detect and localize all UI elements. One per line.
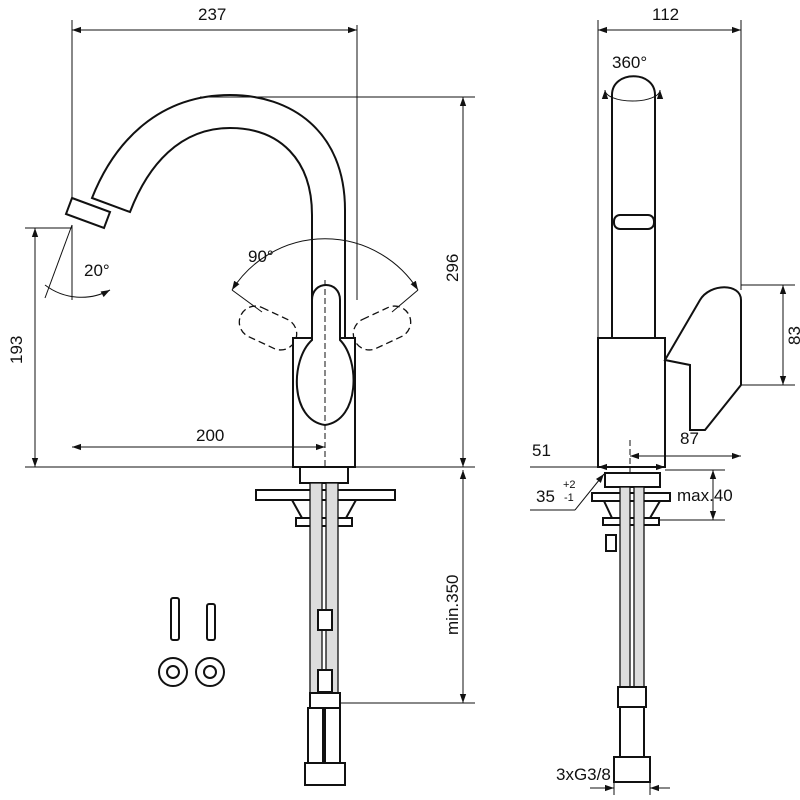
- dim-35-tol-plus: +2: [563, 479, 576, 491]
- swivel-label: 360°: [612, 53, 647, 72]
- dim-35-tol-minus: -1: [564, 492, 574, 504]
- spout-angle-label: 20°: [84, 261, 110, 280]
- lever-angle-label: 90°: [248, 247, 274, 266]
- side-handle: [663, 286, 742, 431]
- dim-connections: 3xG3/8: [556, 765, 611, 784]
- dim-max40: max.40: [677, 486, 733, 505]
- lever-ghost-left: [238, 305, 298, 351]
- dimensions: 237 112 296 193 200 83 51 87 35 +2 -1 ma…: [7, 5, 800, 795]
- lever-ghost-right: [352, 305, 412, 351]
- side-body: [597, 337, 666, 468]
- screw-right: [206, 603, 216, 641]
- dim-51: 51: [532, 441, 551, 460]
- dim-237: 237: [198, 5, 226, 24]
- dim-87: 87: [680, 429, 699, 448]
- side-spout: [611, 75, 656, 341]
- spout-nozzle: [64, 196, 112, 230]
- dim-200: 200: [196, 426, 224, 445]
- dim-35: 35: [536, 487, 555, 506]
- dim-112: 112: [652, 5, 679, 24]
- screw-left: [170, 597, 180, 641]
- dim-min350: min.350: [443, 575, 462, 635]
- dim-296: 296: [443, 254, 462, 282]
- spout: [90, 93, 346, 341]
- front-view: 90° 20°: [44, 25, 419, 786]
- dim-193: 193: [7, 336, 26, 364]
- dim-83: 83: [785, 326, 800, 345]
- side-view: 360°: [591, 53, 742, 783]
